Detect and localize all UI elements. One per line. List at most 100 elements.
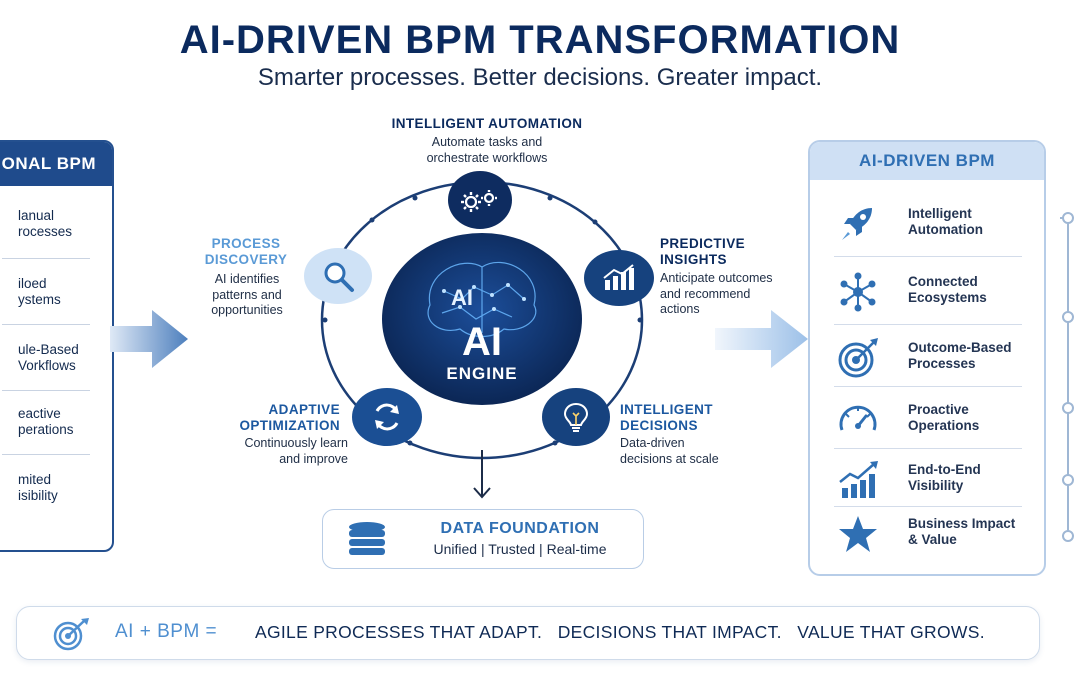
label-line: Automation [908,222,983,237]
divider [2,390,90,391]
left-item-line: iloed [18,276,47,291]
label-line: Intelligent [908,206,972,221]
description-line: AI identifies [214,272,280,286]
divider [2,324,90,325]
left-item-line: perations [18,422,74,437]
description-line: orchestrate workflows [426,150,548,165]
description-line: actions [660,302,700,316]
connector-rail [1060,212,1074,542]
footer-banner: AI + BPM = AGILE PROCESSES THAT ADAPT. D… [16,606,1040,660]
magnifier-icon [324,262,354,292]
label-line: Operations [908,418,980,433]
gears-icon [461,190,497,212]
target-icon [53,618,89,651]
left-item-line: mited [18,472,52,487]
ai-engine-core: AI AI ENGINE [382,233,582,405]
label-line: Processes [908,356,976,371]
label-line: Outcome-Based [908,340,1012,355]
left-panel-title: ONAL BPM [0,142,112,186]
target-icon [838,338,878,378]
gauge-icon [839,405,877,431]
divider [834,448,1022,449]
engine-watermark: AI [451,285,473,310]
data-foundation-box: DATA FOUNDATION Unified | Trusted | Real… [322,509,644,569]
label-line: Visibility [908,478,964,493]
divider [2,258,90,259]
decisions-node [542,388,610,446]
description-line: Continuously learn [244,436,348,450]
label-line: Connected [908,274,978,289]
insights-description: Anticipate outcomes and recommend action… [660,271,800,318]
automation-description: Automate tasks and orchestrate workflows [380,135,594,166]
title-line: DECISIONS [620,418,698,433]
database-icon [349,522,385,555]
automation-title: INTELLIGENT AUTOMATION [391,116,583,131]
left-item-line: rocesses [18,224,73,239]
data-foundation-subtitle: Unified | Trusted | Real-time [433,541,607,557]
divider [834,324,1022,325]
lightbulb-icon [563,402,589,432]
star-icon [839,516,877,552]
engine-label-sub: ENGINE [446,364,517,383]
discovery-node [304,248,372,304]
left-item-line: isibility [18,488,58,503]
title-line: ADAPTIVE [268,402,340,417]
left-item-line: lanual [18,208,55,223]
insights-title: PREDICTIVE INSIGHTS [660,236,770,268]
title-line: OPTIMIZATION [239,418,340,433]
right-arrow-icon [715,310,808,368]
page-title: AI-DRIVEN BPM TRANSFORMATION [179,18,901,62]
description-line: opportunities [211,303,283,317]
right-panel-title: AI-DRIVEN BPM [810,142,1044,180]
title-line: INTELLIGENT [620,402,713,417]
label-line: Business Impact [908,516,1016,531]
left-item-line: eactive [18,406,61,421]
divider [834,386,1022,387]
label-line: End-to-End [908,462,981,477]
divider [834,256,1022,257]
network-icon [840,272,876,312]
description-line: decisions at scale [620,451,719,466]
title-line: INSIGHTS [660,252,727,267]
description-line: and recommend [660,286,751,301]
label-line: Ecosystems [908,290,987,305]
optimization-title: ADAPTIVE OPTIMIZATION [210,402,340,434]
title-line: PREDICTIVE [660,236,746,251]
automation-node [448,171,512,229]
footer-tagline: AGILE PROCESSES THAT ADAPT. DECISIONS TH… [255,622,985,642]
footer-formula: AI + BPM = [115,621,218,642]
decisions-title: INTELLIGENT DECISIONS [620,402,730,434]
refresh-icon [375,403,399,431]
divider [834,506,1022,507]
label-line: Proactive [908,402,969,417]
description-line: Data-driven [620,436,685,450]
description-line: and improve [279,451,348,466]
divider [2,454,90,455]
label-line: & Value [908,532,957,547]
optimization-description: Continuously learn and improve [220,436,348,467]
optimization-node [352,388,422,446]
left-item-line: ule-Based [18,342,79,357]
description-line: patterns and [212,287,282,302]
bar-chart-icon [603,264,634,290]
title-line: DISCOVERY [204,252,288,267]
left-item-line: Vorkflows [18,358,76,373]
right-arrow-icon [110,310,188,368]
down-arrow-icon [473,450,491,499]
decisions-description: Data-driven decisions at scale [620,436,740,467]
page-subtitle: Smarter processes. Better decisions. Gre… [257,64,823,91]
